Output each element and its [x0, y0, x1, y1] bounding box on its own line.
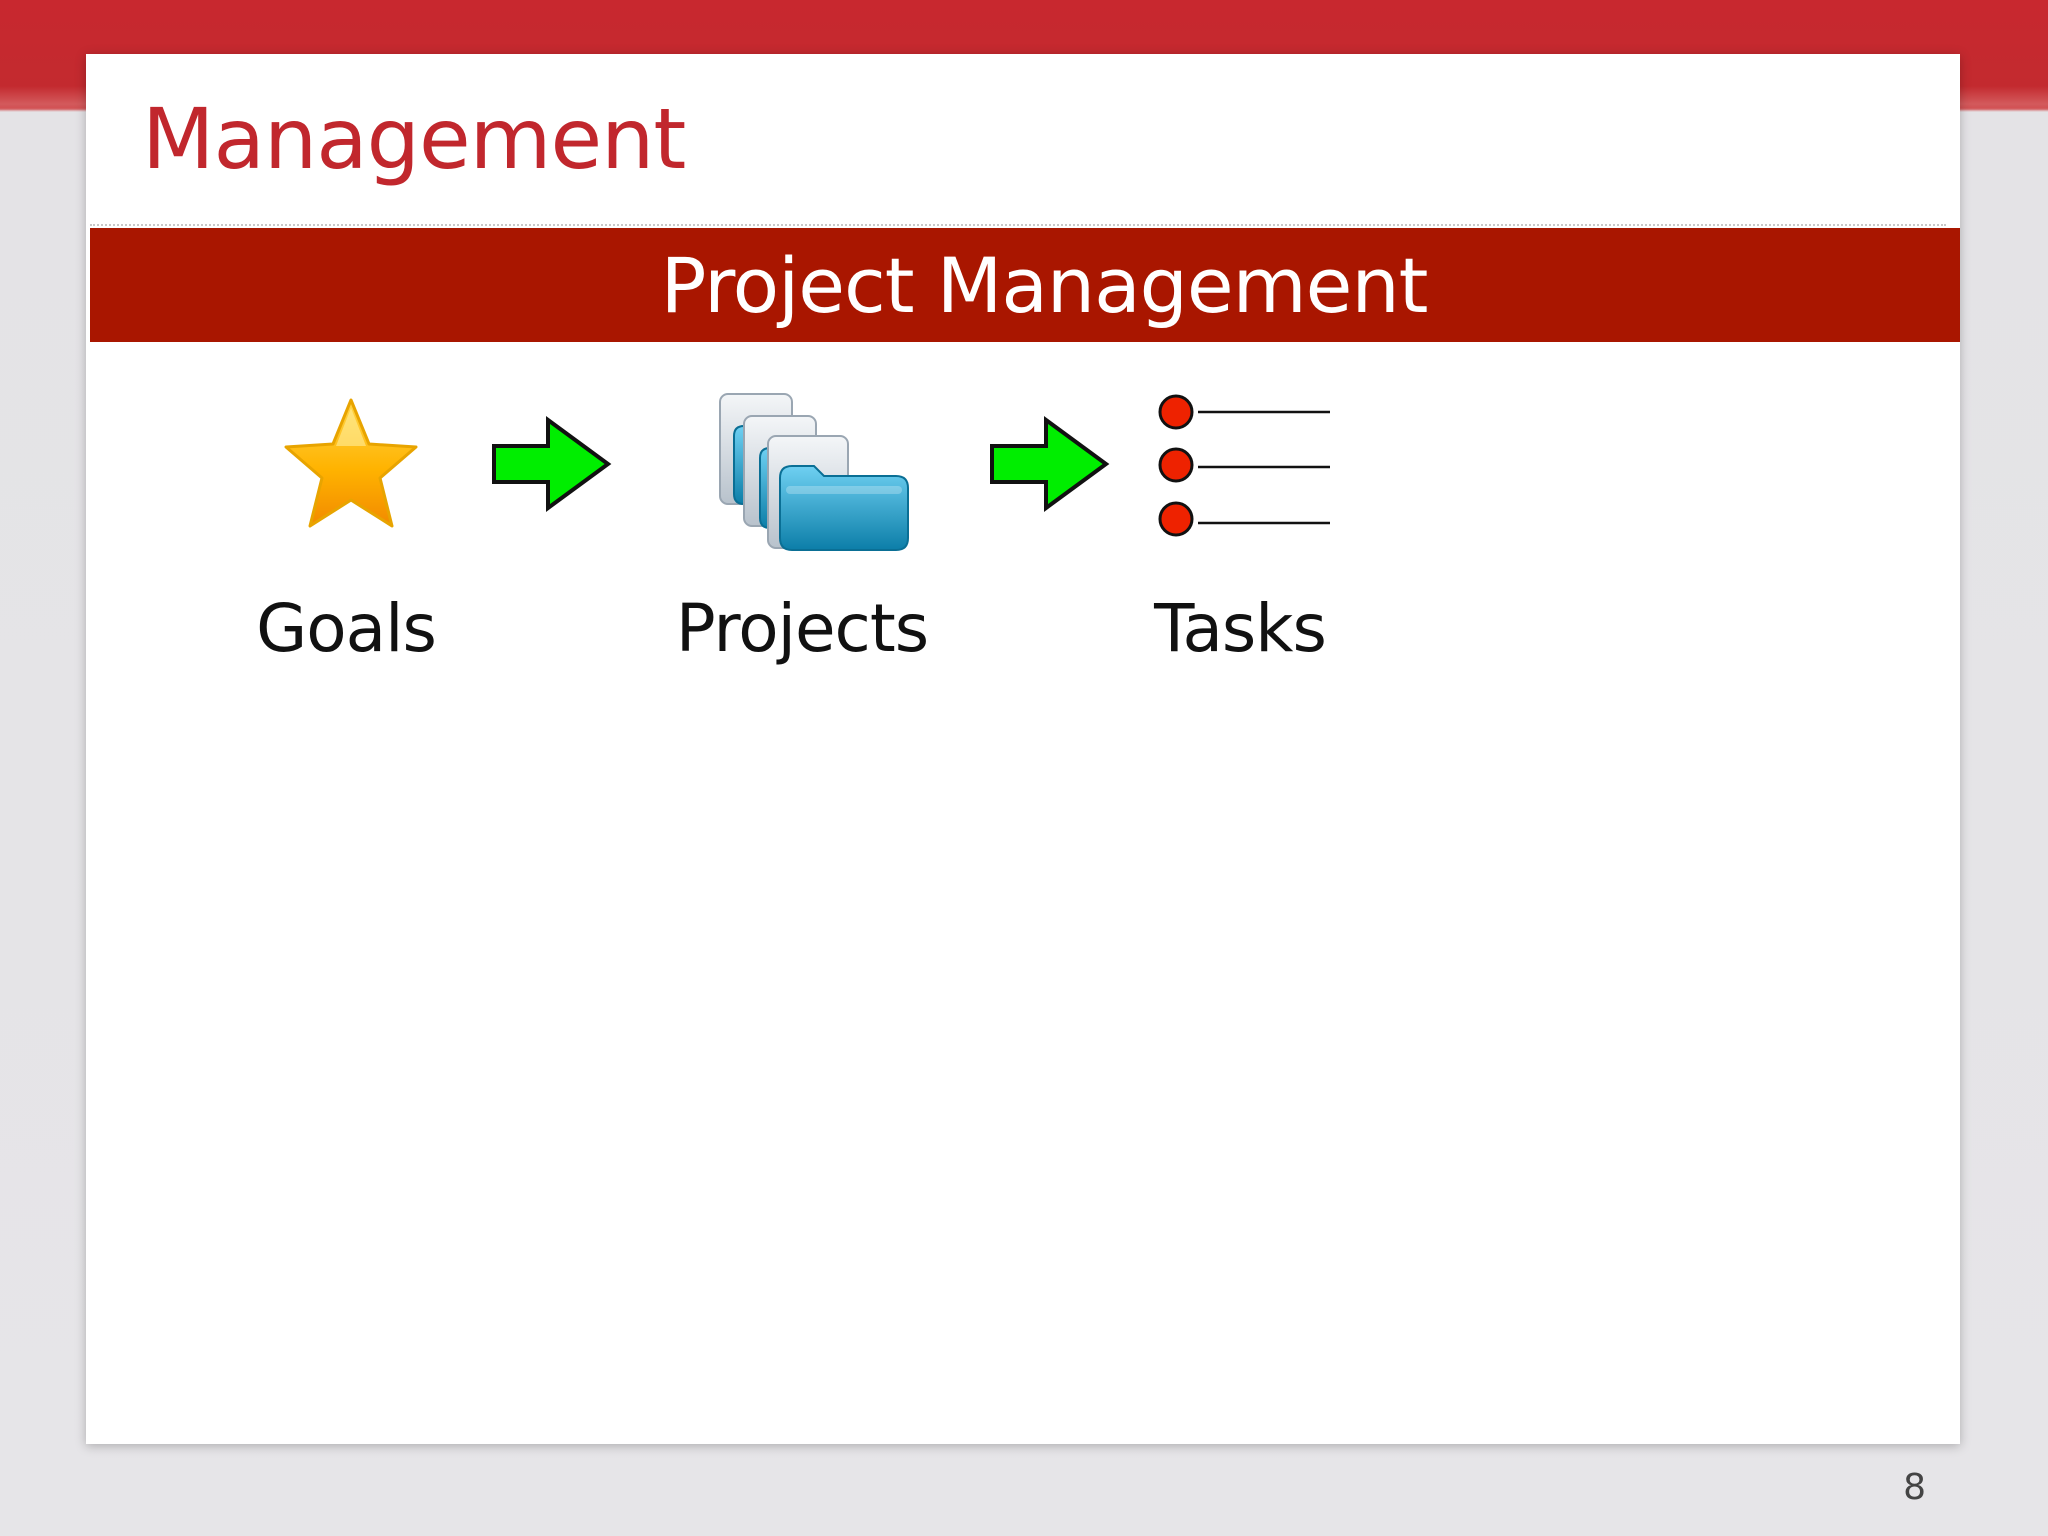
section-banner: Project Management — [90, 228, 1960, 342]
step-label-projects: Projects — [675, 590, 929, 667]
banner-title: Project Management — [660, 240, 1429, 330]
star-icon — [284, 398, 418, 528]
task-list-icon — [1158, 394, 1330, 537]
slide: Management Project Management — [86, 54, 1960, 1444]
page-number: 8 — [1903, 1467, 1926, 1508]
folders-icon — [719, 393, 909, 551]
green-arrow-icon — [492, 416, 612, 512]
slide-title: Management — [142, 90, 686, 188]
title-divider — [90, 224, 1946, 226]
green-arrow-icon — [990, 416, 1110, 512]
step-label-tasks: Tasks — [1154, 590, 1327, 667]
step-label-goals: Goals — [256, 590, 437, 667]
